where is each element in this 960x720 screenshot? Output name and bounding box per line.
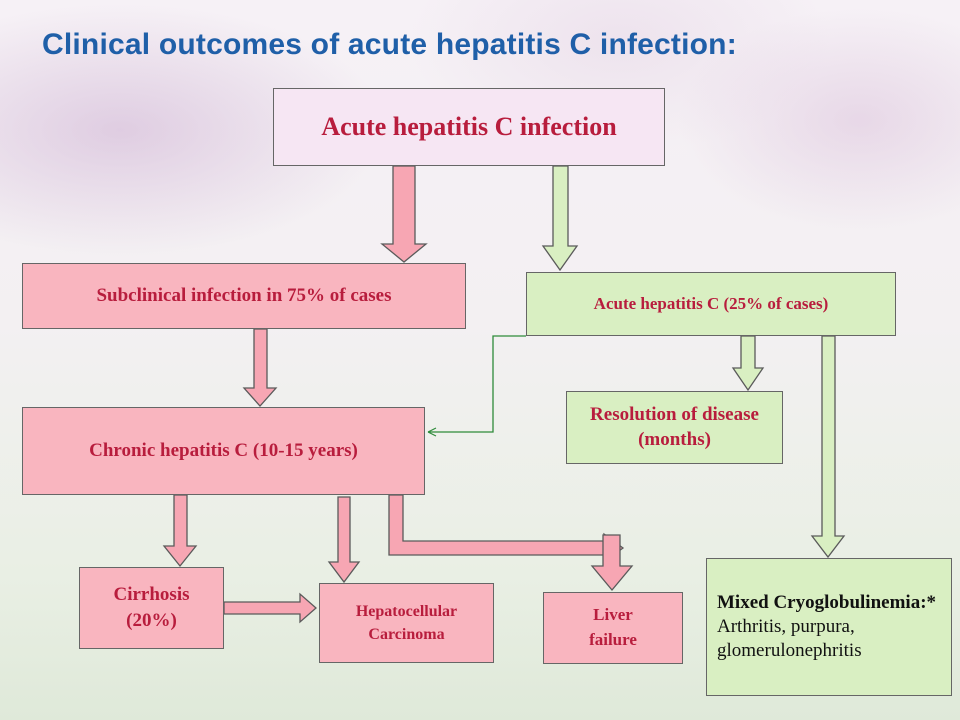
arrow-chronic-to-liver-failure	[388, 494, 625, 564]
hepatocellular-carcinoma-node: Hepatocellular Carcinoma	[319, 583, 494, 663]
arrow-chronic-to-cirrhosis	[162, 494, 198, 568]
arrow-acute-to-subclinical	[380, 165, 428, 263]
mixed-cryoglobulinemia-node: Mixed Cryoglobulinemia:* Arthritis, purp…	[706, 558, 952, 696]
subclinical-infection-node: Subclinical infection in 75% of cases	[22, 263, 466, 329]
cryo-manifestations: Arthritis, purpura, glomerulonephritis	[717, 615, 862, 662]
cirrhosis-node: Cirrhosis (20%)	[79, 567, 224, 649]
cryo-title: Mixed Cryoglobulinemia:*	[717, 591, 937, 613]
arrow-chronic-to-hcc	[327, 496, 361, 584]
acute-hepatitis-c-25-node: Acute hepatitis C (25% of cases)	[526, 272, 896, 336]
arrow-acute25-to-resolution	[731, 335, 765, 392]
acute-hepatitis-c-infection-node: Acute hepatitis C infection	[273, 88, 665, 166]
arrow-cirrhosis-to-hcc	[223, 592, 317, 624]
connector-acute25-to-chronic	[427, 335, 526, 437]
arrow-into-liver-failure	[590, 534, 634, 592]
arrow-acute-to-acute25	[541, 165, 579, 272]
arrow-subclinical-to-chronic	[242, 328, 278, 407]
chronic-hepatitis-c-node: Chronic hepatitis C (10-15 years)	[22, 407, 425, 495]
resolution-of-disease-node: Resolution of disease (months)	[566, 391, 783, 464]
arrow-acute25-to-cryo	[810, 335, 846, 559]
slide-title: Clinical outcomes of acute hepatitis C i…	[42, 28, 737, 61]
liver-failure-node: Liver failure	[543, 592, 683, 664]
